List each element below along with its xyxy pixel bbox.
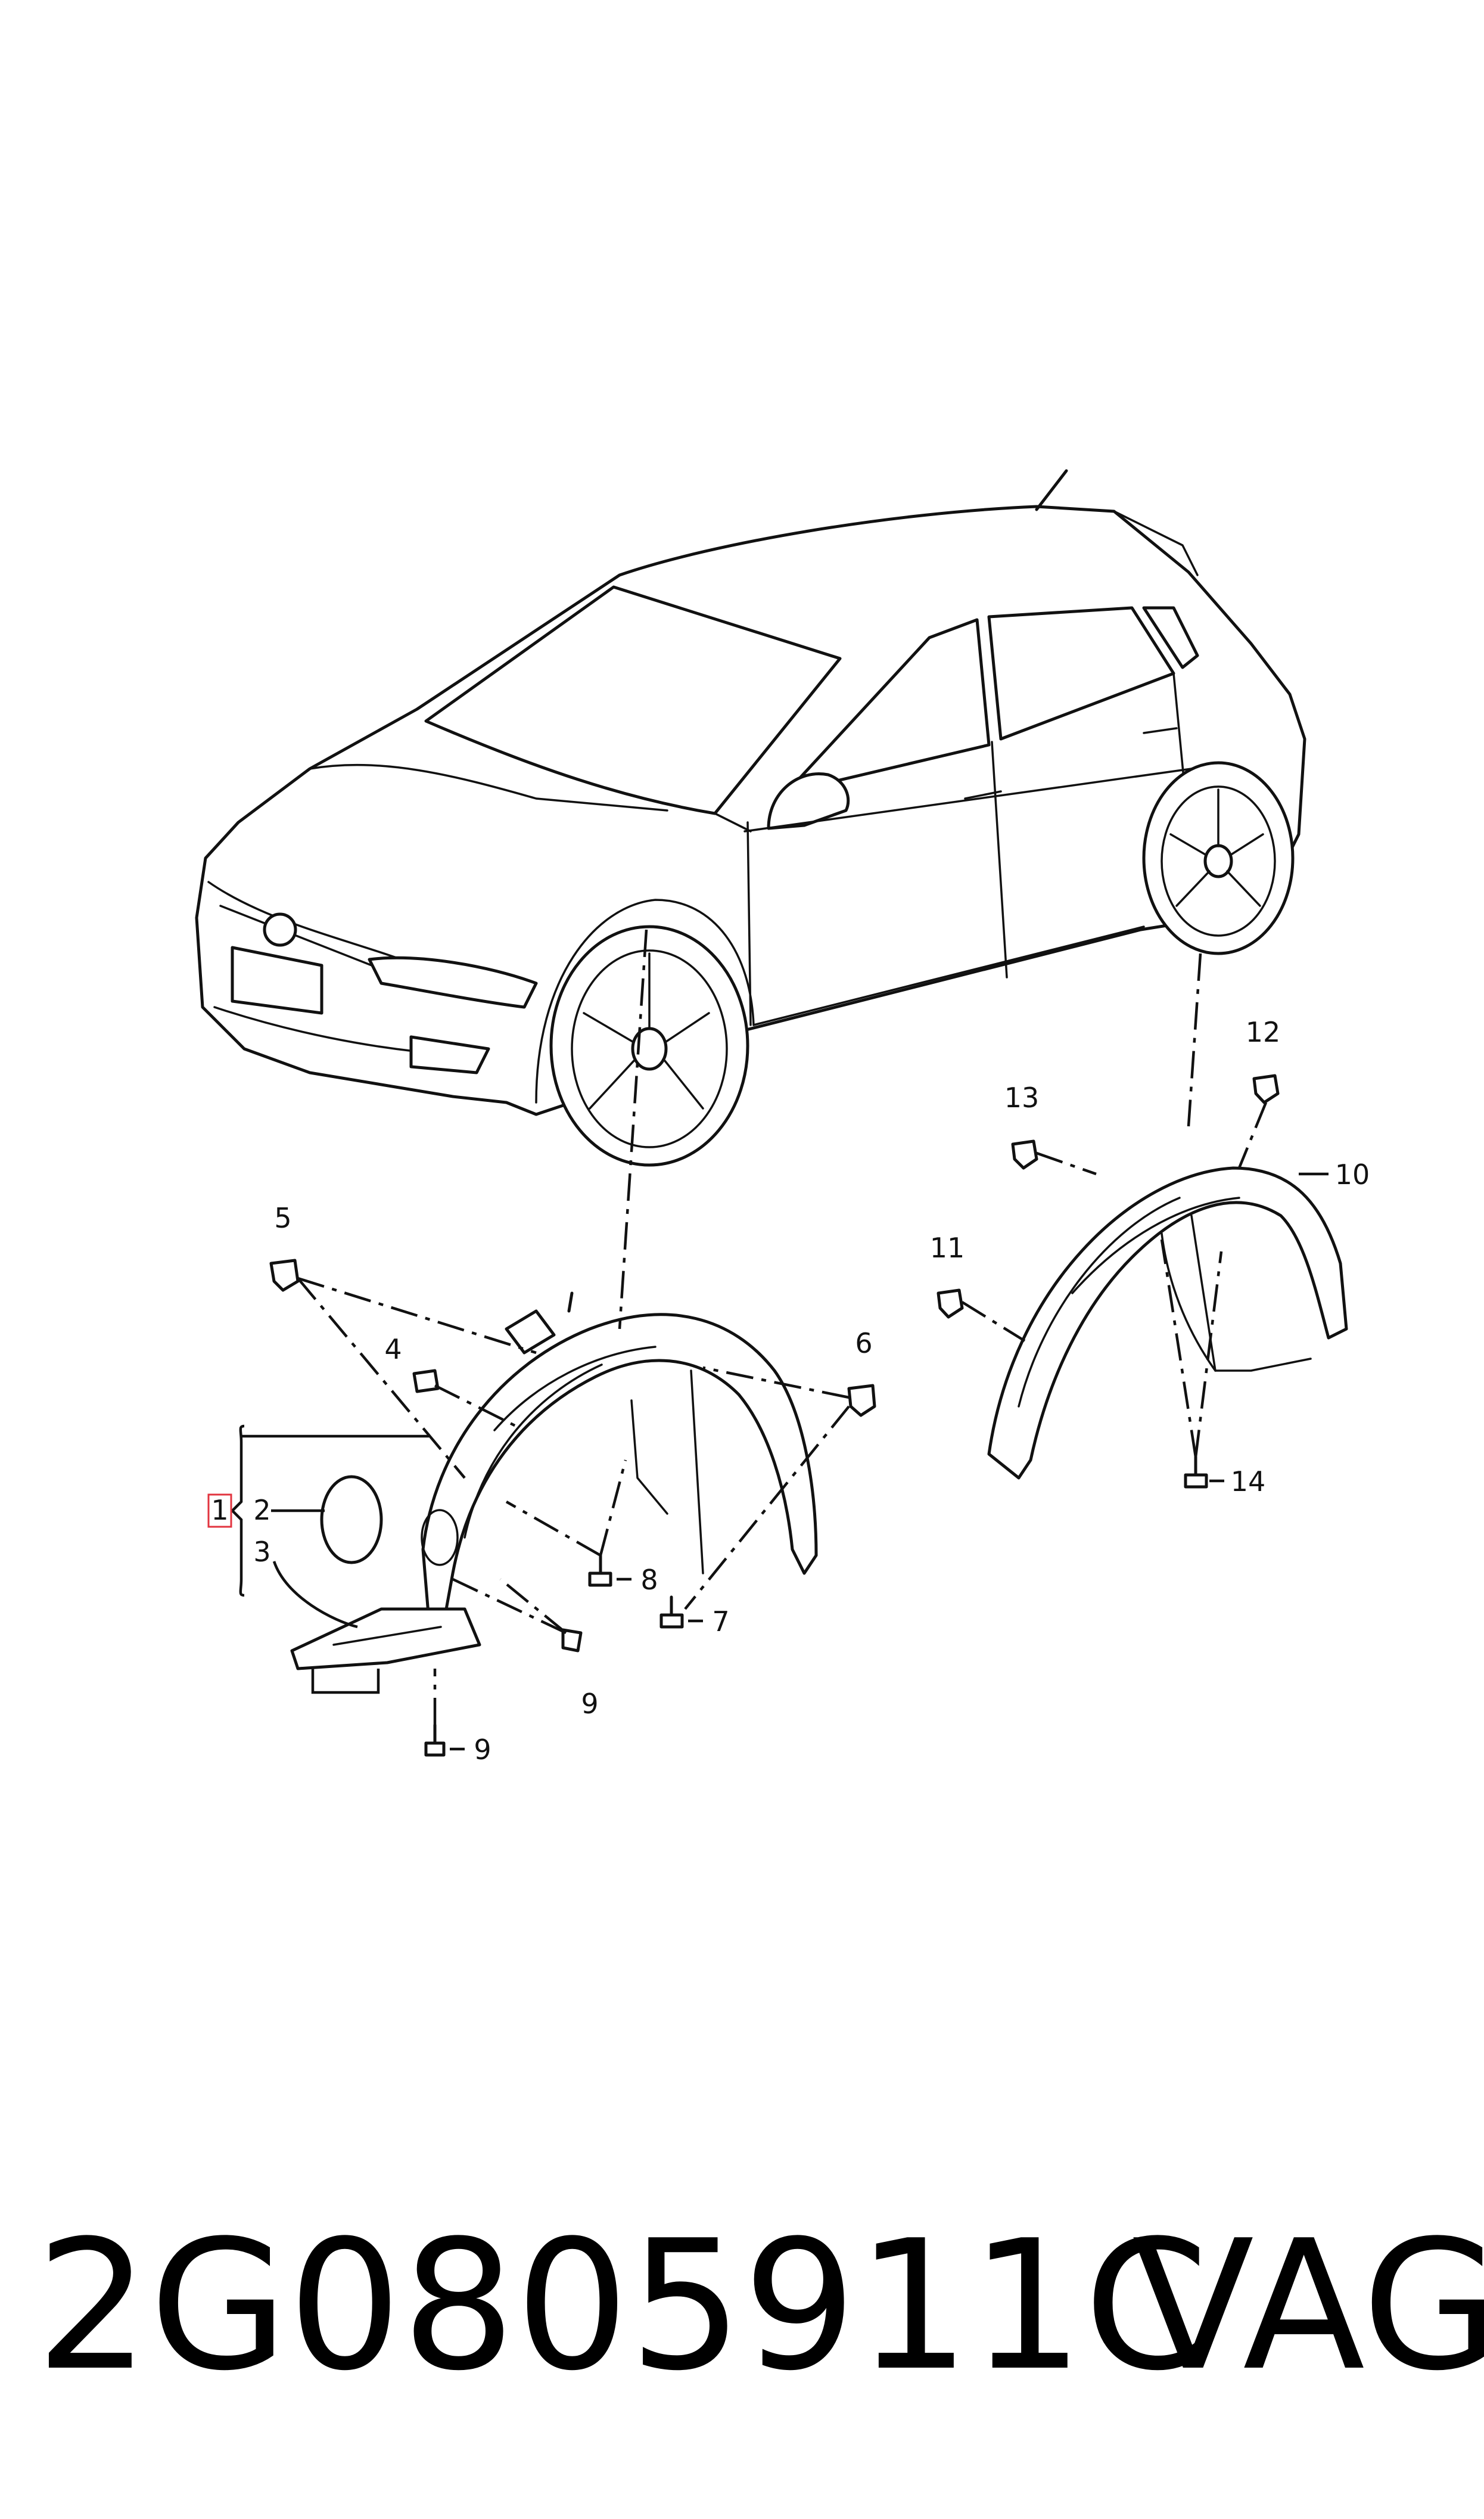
callout-1: 1 bbox=[211, 1494, 228, 1526]
callout-5: 5 bbox=[274, 1202, 291, 1234]
callout-14: 14 bbox=[1231, 1465, 1266, 1498]
callout-10: 10 bbox=[1335, 1158, 1370, 1191]
callout-9a: 9 bbox=[581, 1688, 598, 1720]
rear-wheel-housing-liner bbox=[987, 1166, 1348, 1480]
front-wheel-housing-liner bbox=[290, 1291, 818, 1670]
callout-11: 11 bbox=[930, 1232, 965, 1264]
callout-9b: 9 bbox=[474, 1734, 491, 1766]
brand-label: VAG bbox=[1132, 2202, 1484, 2410]
assembly-lines bbox=[297, 929, 1268, 1725]
callout-1-highlight bbox=[207, 1493, 232, 1528]
callout-2: 2 bbox=[253, 1494, 270, 1526]
leader-lines bbox=[230, 1172, 1329, 1751]
callout-7: 7 bbox=[712, 1605, 729, 1638]
fasteners bbox=[269, 1074, 1280, 1757]
car-illustration bbox=[195, 469, 1306, 1167]
part-number-label: 2G0805911C bbox=[36, 2202, 1209, 2410]
callout-6: 6 bbox=[855, 1327, 872, 1359]
callout-13: 13 bbox=[1004, 1082, 1040, 1114]
callout-4: 4 bbox=[384, 1333, 402, 1365]
callout-8: 8 bbox=[640, 1564, 658, 1596]
callout-12: 12 bbox=[1246, 1016, 1281, 1048]
callout-numbers: 1 2 3 4 5 6 7 8 9 9 10 11 12 13 14 bbox=[207, 1016, 1370, 1766]
callout-3: 3 bbox=[253, 1536, 270, 1568]
